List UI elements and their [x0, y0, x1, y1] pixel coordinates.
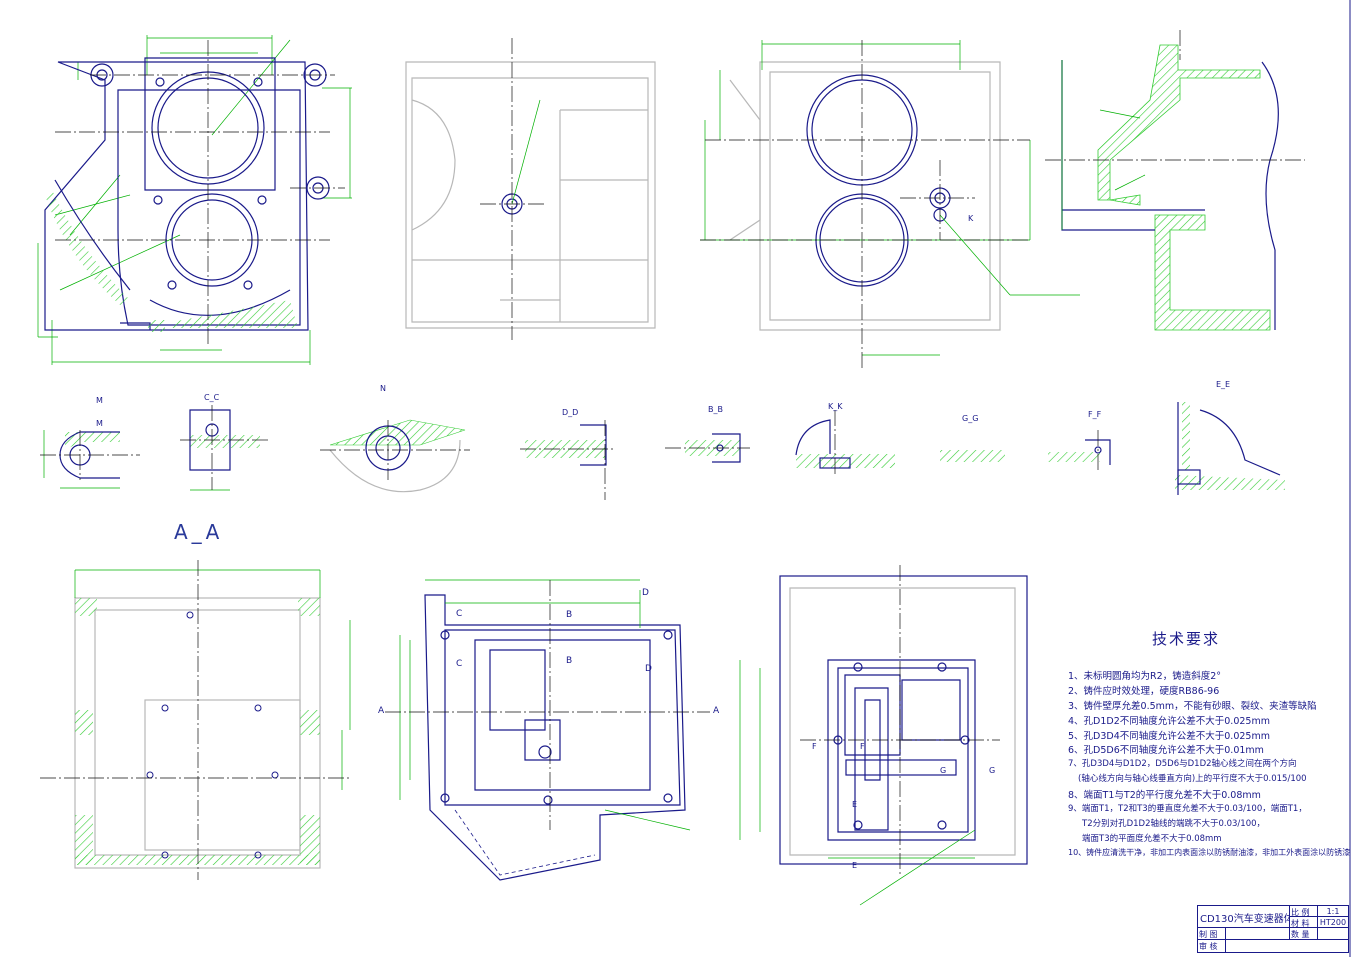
cut-c-top: C	[456, 609, 463, 619]
aa-section-view	[40, 560, 351, 880]
material-label: 材 料	[1290, 917, 1318, 928]
n-view	[320, 419, 470, 493]
ff-section	[1048, 430, 1111, 470]
material-value: HT200	[1318, 918, 1348, 928]
tech-req-8: 8、端面T1与T2的平行度允差不大于0.08mm	[1068, 790, 1261, 801]
label-bb-section: B_B	[708, 405, 723, 414]
cut-e-top: E	[852, 800, 858, 809]
label-n-view: N	[380, 384, 386, 393]
tech-requirements-title: 技术要求	[1152, 630, 1221, 648]
m-view	[40, 430, 140, 489]
check-value	[1226, 940, 1348, 952]
tech-req-9: 9、端面T1，T2和T3的垂直度允差不大于0.03/100，端面T1，	[1068, 804, 1307, 814]
tech-req-3: 3、铸件壁厚允差0.5mm，不能有砂眼、裂纹、夹渣等缺陷	[1068, 701, 1317, 712]
title-block: CD130汽车变速器体 比 例 1:1 材 料 HT200 制 图 数 量 审 …	[1197, 905, 1349, 953]
tech-req-2: 2、铸件应时效处理，硬度RB86-96	[1068, 686, 1220, 697]
cut-c-bottom: C	[456, 659, 463, 669]
cut-b-bottom: B	[566, 656, 573, 666]
tech-req-9c: 端面T3的平面度允差不大于0.08mm	[1082, 834, 1222, 844]
cut-f-right: F	[860, 742, 865, 751]
cut-f-left: F	[812, 742, 817, 751]
right-section-view	[1045, 30, 1305, 331]
label-cc-section: C_C	[204, 393, 220, 402]
cut-a-left: A	[378, 706, 385, 716]
cut-d-bottom: D	[645, 664, 652, 674]
cut-g-left: G	[940, 766, 947, 775]
label-m-arrow: M	[96, 396, 103, 405]
front-view	[37, 35, 352, 365]
cut-a-right: A	[713, 706, 720, 716]
part-name: CD130汽车变速器体	[1198, 906, 1290, 928]
cut-d-top: D	[642, 588, 649, 598]
cc-section	[180, 405, 270, 491]
tech-req-10: 10、铸件应清洗干净，非加工内表面涂以防锈耐油漆，非加工外表面涂以防锈漆	[1068, 848, 1351, 857]
label-gg-section: G_G	[962, 414, 979, 423]
label-m-view: M	[96, 419, 103, 428]
tech-req-7: 7、孔D3D4与D1D2，D5D6与D1D2轴心线之间在两个方向	[1068, 759, 1297, 769]
cut-b-top: B	[566, 610, 573, 620]
qty-label: 数 量	[1290, 928, 1318, 940]
rear-view	[700, 40, 1080, 370]
qty-value	[1318, 928, 1348, 940]
dd-section	[520, 420, 615, 500]
cut-e-bottom: E	[852, 861, 858, 870]
tech-req-9b: T2分别对孔D1D2轴线的端跳不大于0.03/100，	[1082, 819, 1266, 829]
ee-section	[1175, 402, 1285, 495]
gg-section	[940, 450, 1005, 462]
tech-req-4: 4、孔D1D2不同轴度允许公差不大于0.025mm	[1068, 716, 1270, 727]
label-ee-section: E_E	[1216, 380, 1231, 389]
cut-g-right: G	[989, 766, 996, 775]
draw-label: 制 图	[1198, 928, 1226, 940]
label-aa-section: A_A	[174, 520, 224, 544]
side-view	[405, 38, 656, 340]
label-kk-section: K_K	[828, 402, 843, 411]
scale-label: 比 例	[1290, 906, 1318, 917]
bb-section	[665, 433, 750, 463]
tech-req-7b: (轴心线方向与轴心线垂直方向)上的平行度不大于0.015/100	[1078, 774, 1307, 784]
label-dd-section: D_D	[562, 408, 579, 417]
tech-req-5: 5、孔D3D4不同轴度允许公差不大于0.025mm	[1068, 731, 1270, 742]
draw-value	[1226, 928, 1290, 940]
label-ff-section: F_F	[1088, 410, 1102, 419]
plate-view	[739, 565, 1028, 906]
label-k-arrow: K	[968, 214, 974, 223]
kk-section	[795, 410, 895, 475]
tech-req-1: 1、未标明圆角均为R2，铸造斜度2°	[1068, 671, 1221, 682]
check-label: 审 核	[1198, 940, 1226, 952]
tech-req-6: 6、孔D5D6不同轴度允许公差不大于0.01mm	[1068, 745, 1264, 756]
scale-value: 1:1	[1318, 906, 1348, 917]
plan-view	[385, 579, 710, 881]
